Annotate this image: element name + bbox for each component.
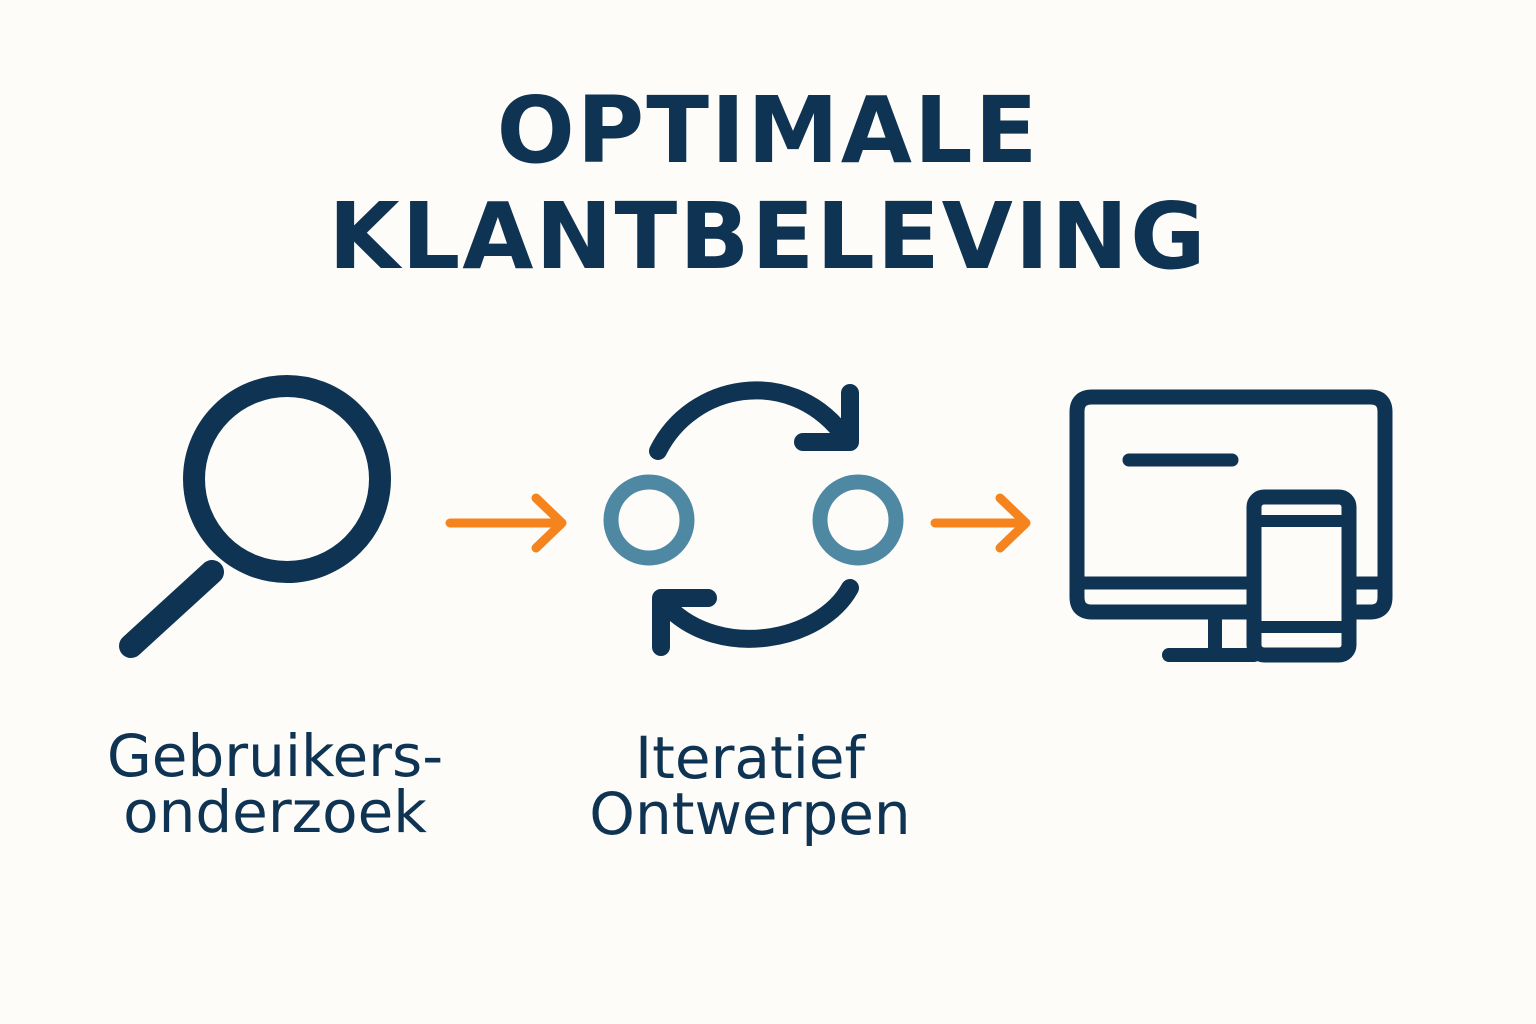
arrow-right-icon [445, 493, 567, 553]
cycle-arrow-top [649, 381, 850, 460]
page-title: OPTIMALE KLANTBELEVING [0, 78, 1536, 290]
arrow-right-icon [930, 493, 1031, 553]
magnifying-glass-icon [119, 375, 391, 658]
step-label-line: Iteratief [635, 724, 865, 792]
monitor-outline [1069, 389, 1393, 620]
step-label-line: onderzoek [123, 778, 427, 846]
phone-outline [1246, 489, 1357, 663]
step-label-design: Iteratief Ontwerpen [530, 724, 970, 848]
cycle-node-left [603, 474, 695, 566]
step-label-research: Gebruikers- onderzoek [60, 722, 490, 846]
desktop-mobile-devices-icon [1069, 389, 1393, 663]
iteration-cycle-icon [603, 381, 904, 656]
title-line-2: KLANTBELEVING [328, 183, 1208, 290]
step-label-line: Gebruikers- [106, 722, 444, 790]
cycle-arrow-bottom [659, 579, 859, 648]
title-line-1: OPTIMALE [496, 77, 1040, 184]
step-label-line: Ontwerpen [589, 780, 911, 848]
cycle-node-right [812, 474, 904, 566]
